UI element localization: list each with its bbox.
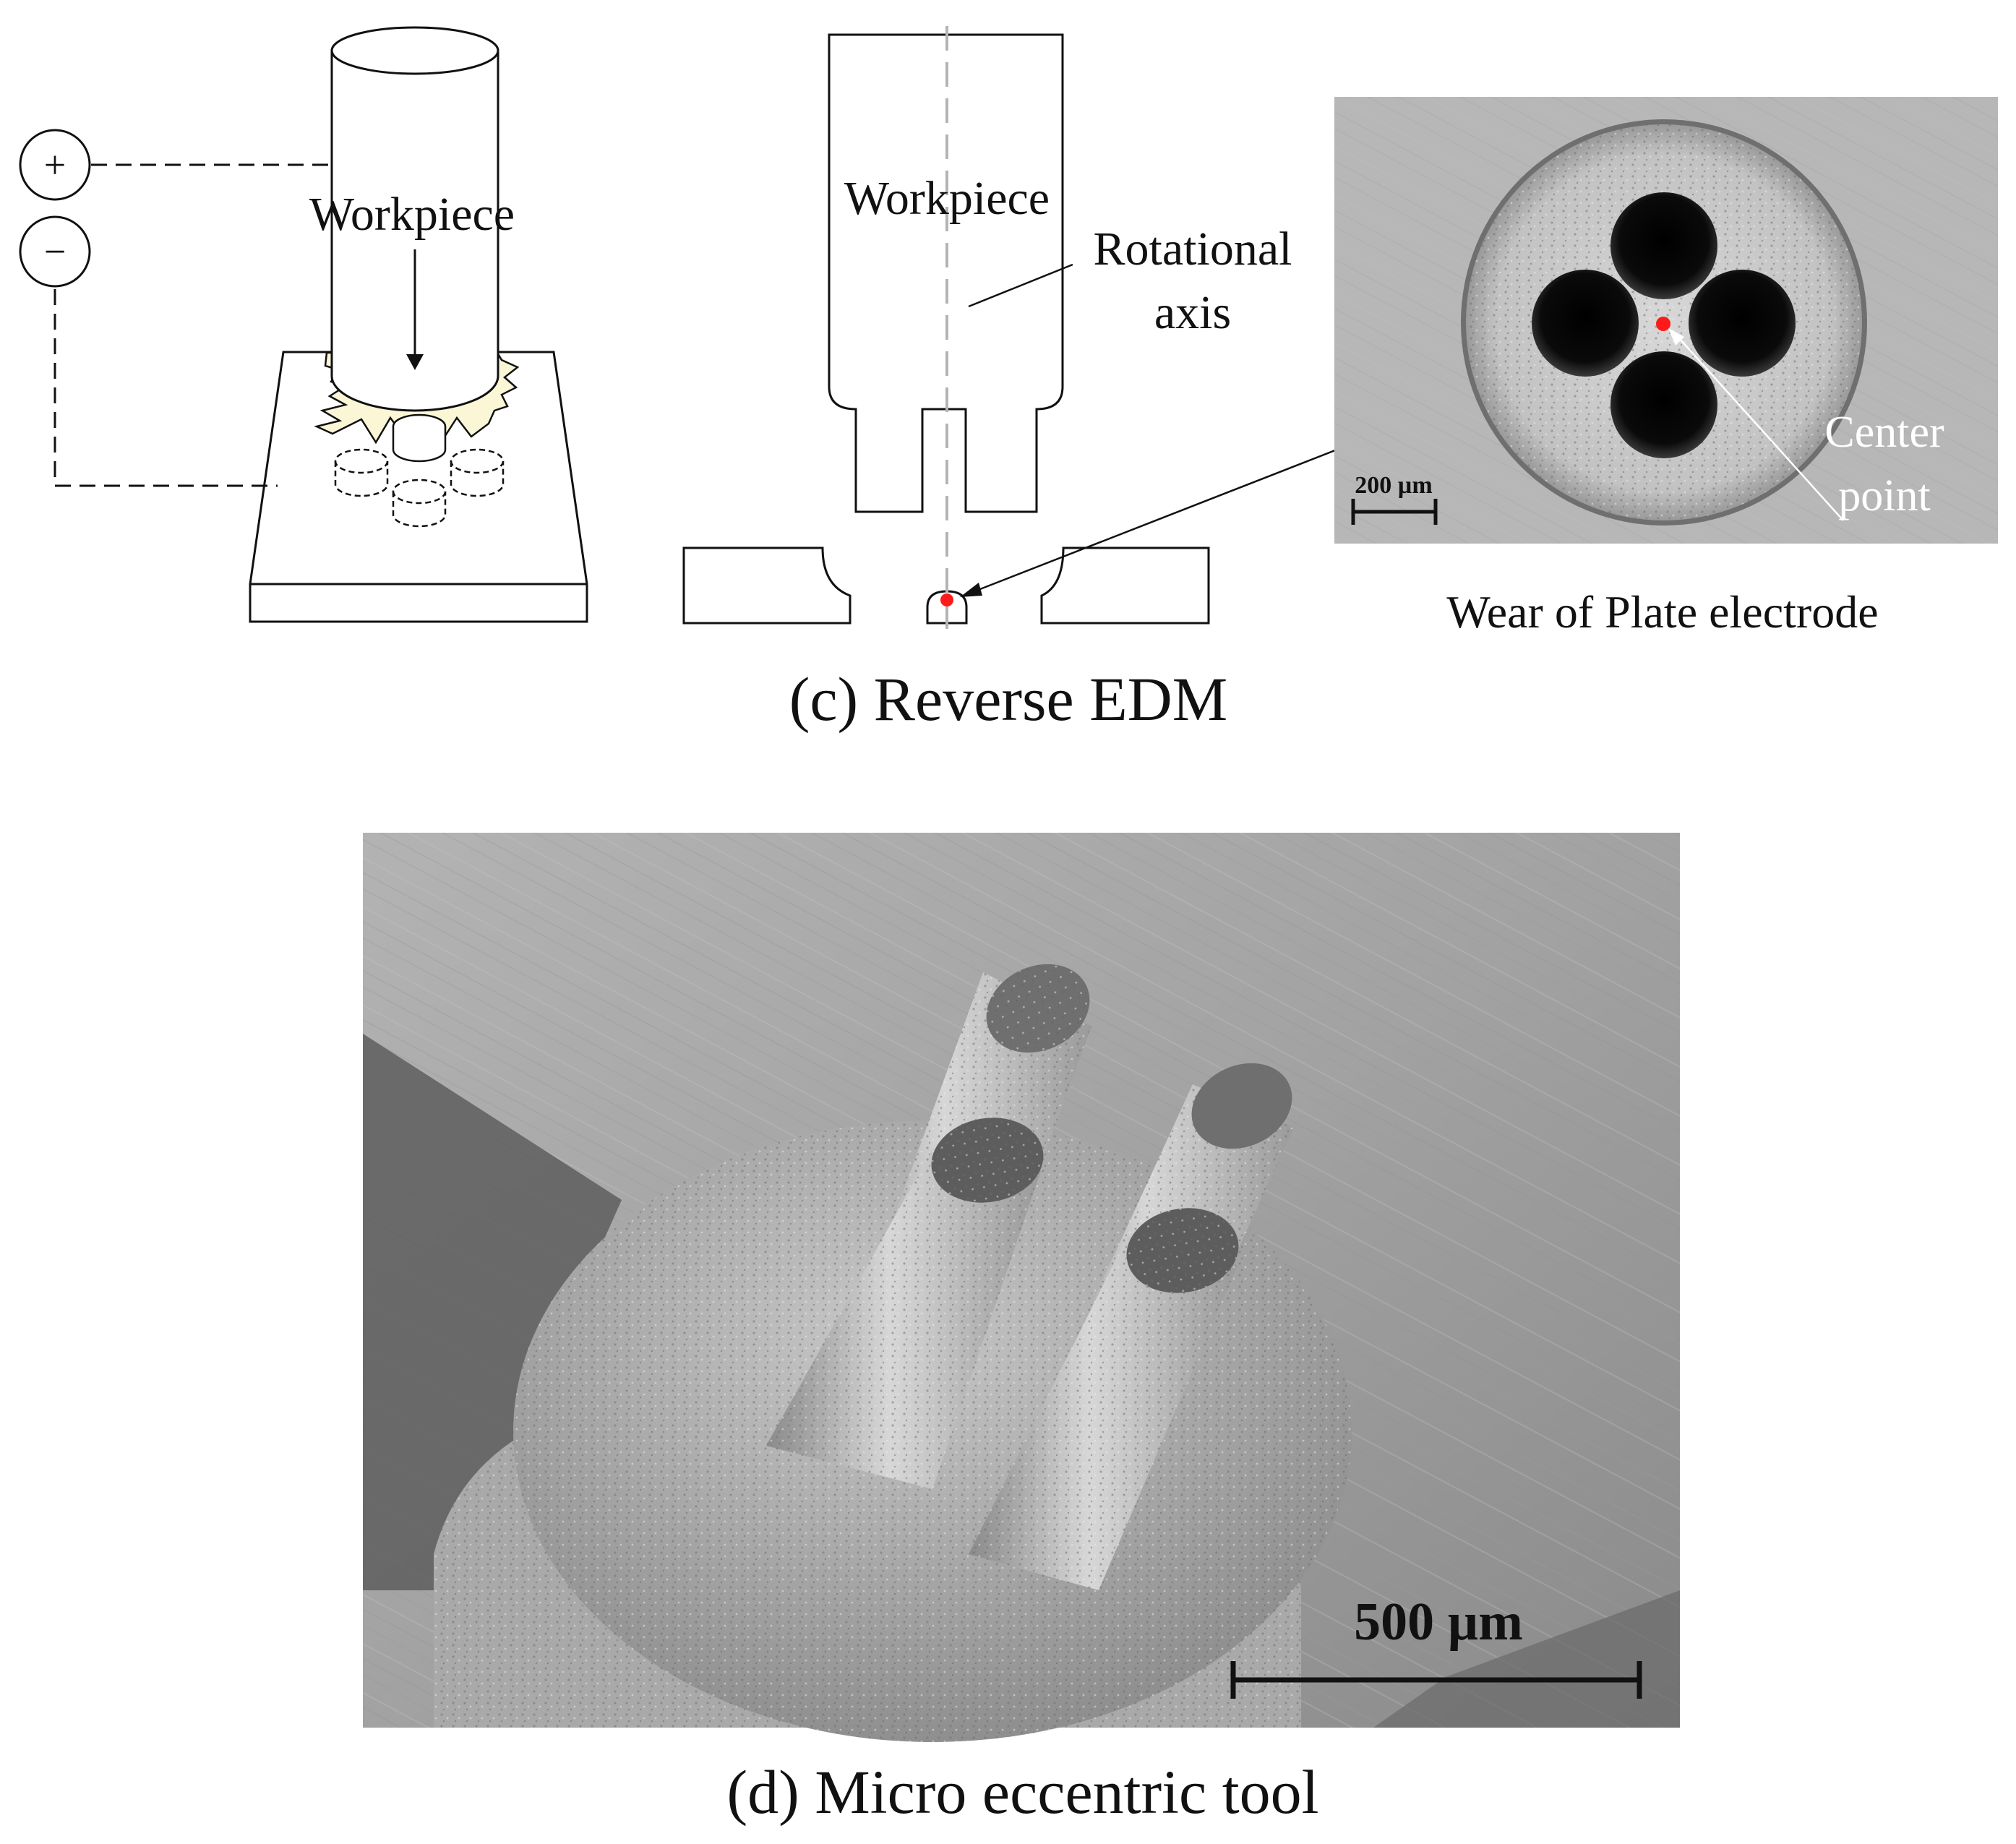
rotational-axis-leader	[968, 263, 1073, 308]
scale-label-large: 500 µm	[1354, 1592, 1523, 1652]
negative-terminal-icon	[19, 215, 91, 288]
center-point-dot-mid	[940, 593, 953, 606]
scale-bar-small	[1351, 499, 1438, 525]
plate-section-right	[1040, 546, 1210, 625]
plate-holes	[1532, 192, 1796, 458]
workpiece-shape	[828, 33, 1064, 513]
workpiece-label-mid: Workpiece	[844, 172, 1050, 225]
plus-sign: +	[44, 143, 66, 186]
caption-c: (c) Reverse EDM	[789, 664, 1228, 734]
pin-stubs	[334, 413, 505, 528]
rotational-label-line1: Rotational	[1094, 223, 1292, 275]
scale-bar-large	[1230, 1661, 1642, 1699]
workpiece-label-left: Workpiece	[309, 188, 515, 241]
wear-caption: Wear of Plate electrode	[1446, 586, 1878, 638]
positive-terminal-icon	[19, 129, 91, 201]
rotational-label-line2: axis	[1154, 286, 1231, 339]
workpiece-cylinder	[330, 51, 499, 412]
sem-plate-image	[1334, 97, 1998, 544]
left-schematic	[19, 26, 588, 623]
wire-negative	[53, 289, 278, 487]
scale-label-small: 200 µm	[1355, 472, 1432, 499]
center-label-line1: Center	[1824, 408, 1944, 457]
sem-tool-image	[363, 833, 1680, 1742]
plate-section-left	[682, 546, 852, 625]
minus-sign: −	[44, 230, 66, 273]
caption-d: (d) Micro eccentric tool	[726, 1757, 1318, 1827]
tool-pins	[766, 964, 1294, 1590]
center-point-dot-sem	[1656, 317, 1670, 331]
middle-schematic	[682, 26, 1637, 630]
center-label-line2: point	[1838, 471, 1930, 520]
